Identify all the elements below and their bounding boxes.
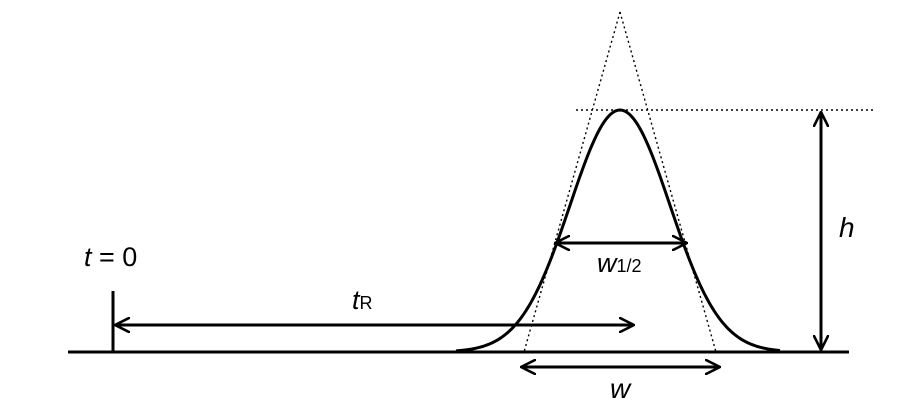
label-height: h: [839, 212, 855, 243]
label-t-zero-var: t: [84, 242, 93, 272]
tangent-line-left: [523, 11, 621, 353]
label-retention-time: tR: [352, 285, 373, 315]
label-half-width-var: w: [597, 248, 618, 278]
label-retention-time-var: t: [352, 285, 361, 315]
tangent-line-right: [619, 11, 717, 353]
label-half-width-sub: 1/2: [617, 256, 642, 276]
label-half-width: w1/2: [597, 248, 642, 278]
label-t-zero-rest: = 0: [92, 242, 138, 272]
label-base-width: w: [610, 373, 632, 404]
label-t-zero: t = 0: [84, 242, 137, 272]
peak-curve: [455, 108, 781, 353]
label-retention-time-sub: R: [360, 293, 373, 313]
